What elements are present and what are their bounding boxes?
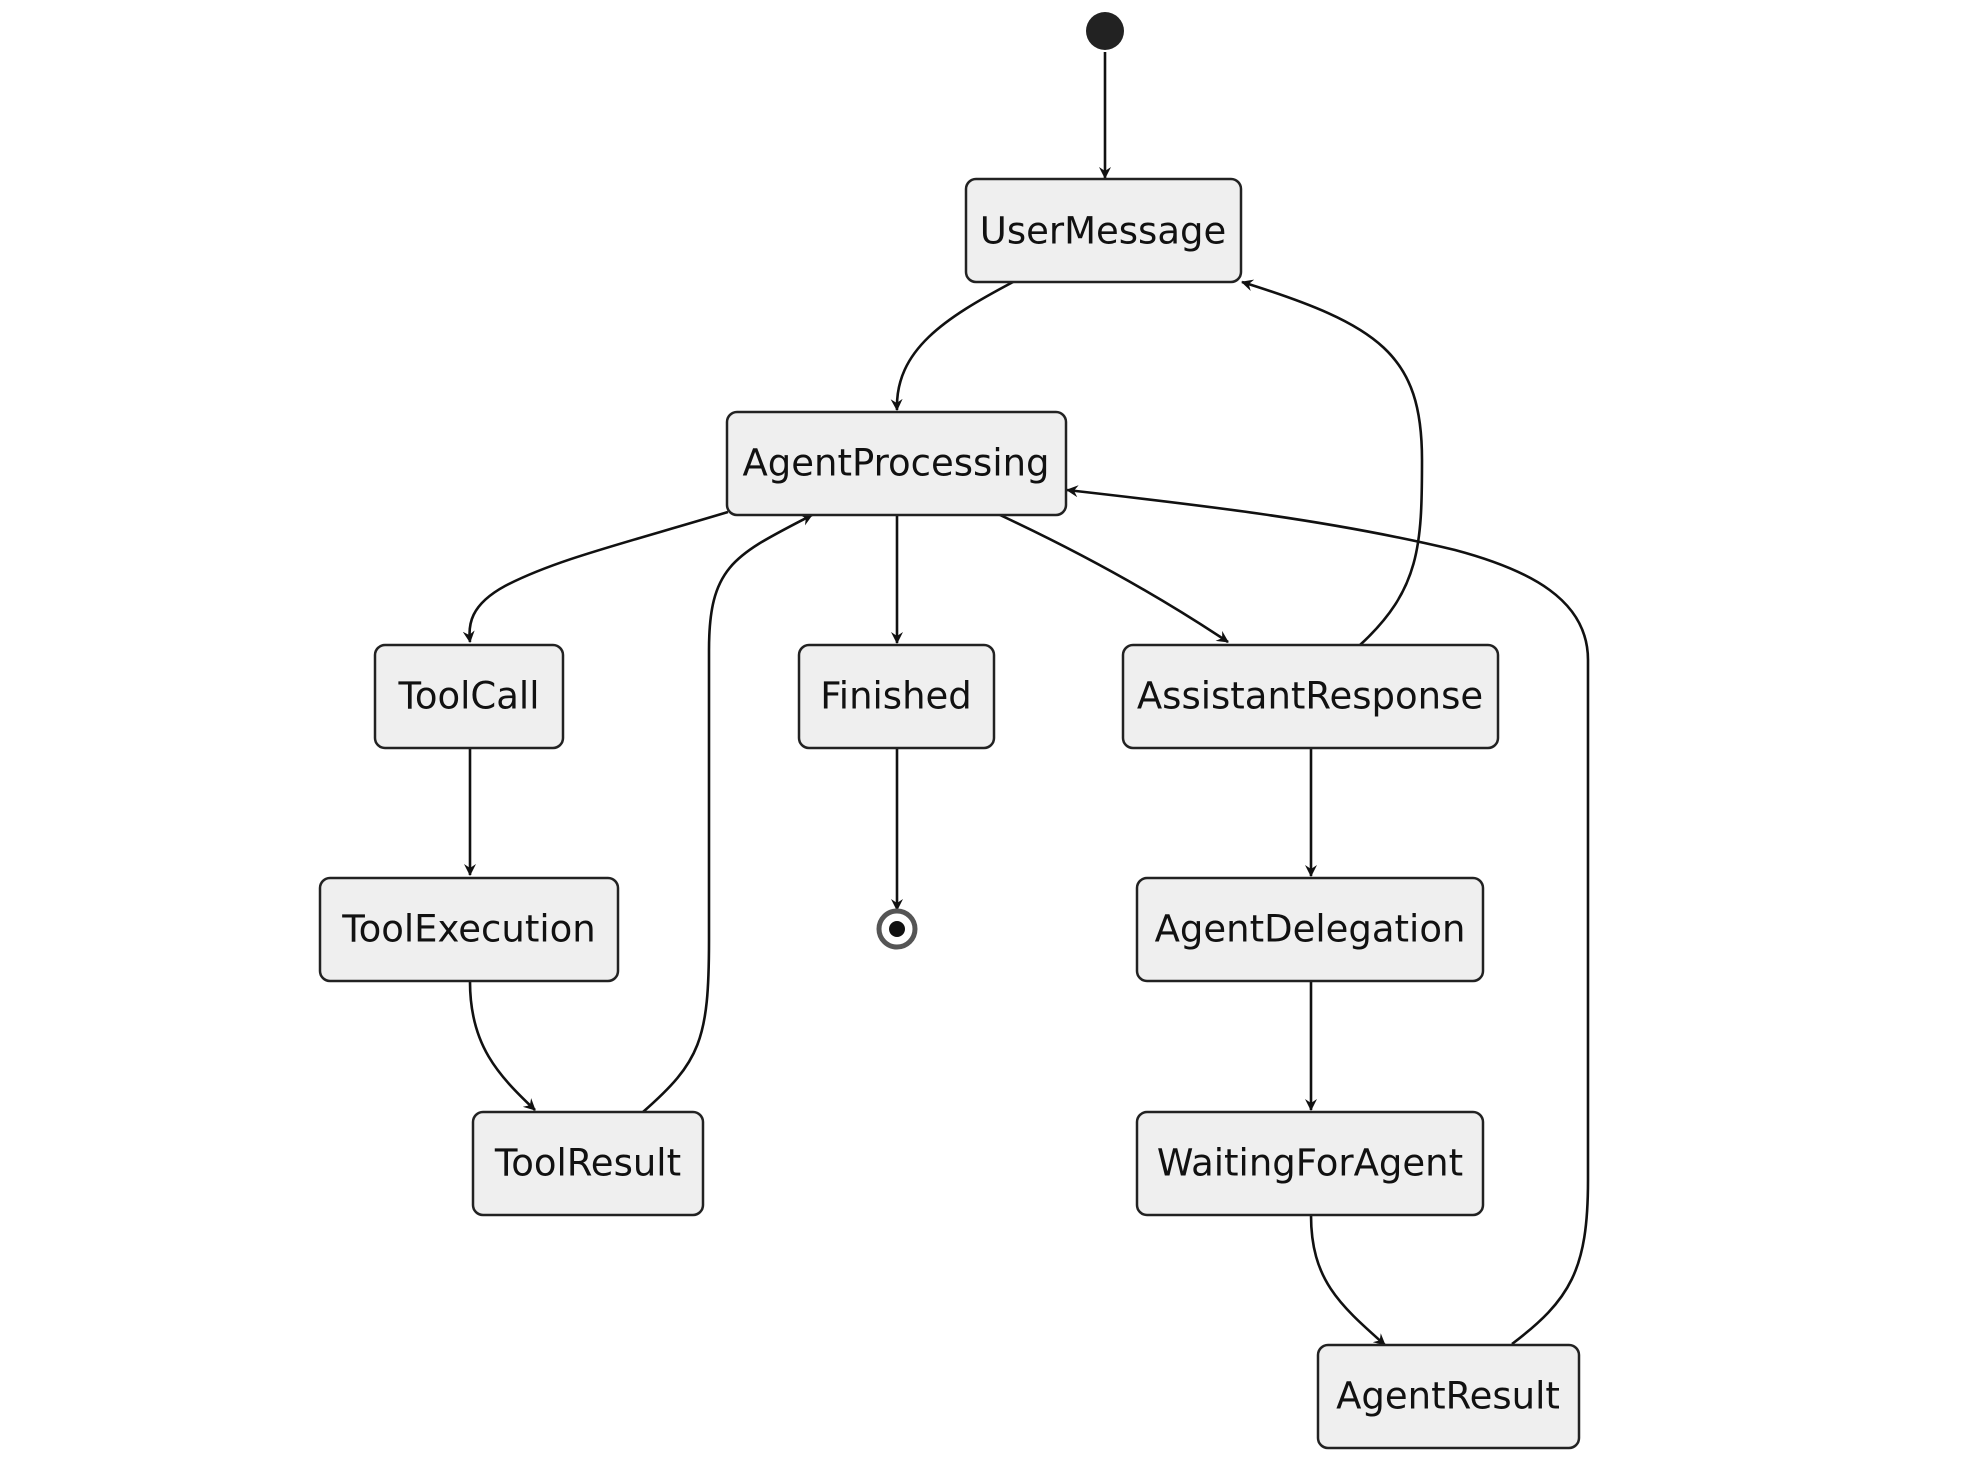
state-agentdelegation: AgentDelegation <box>1135 876 1485 983</box>
edge-assistantresponse-to-usermessage <box>1241 279 1424 646</box>
state-label: ToolCall <box>398 675 540 718</box>
edge-agentresult-to-agentprocessing <box>1066 485 1590 1346</box>
state-label: AgentProcessing <box>742 442 1049 485</box>
state-label: Finished <box>820 675 972 718</box>
edge-agentprocessing-to-assistantresponse <box>999 513 1229 644</box>
edge-agentprocessing-to-toolcall <box>462 510 729 643</box>
state-label: WaitingForAgent <box>1157 1142 1463 1185</box>
state-label: ToolExecution <box>341 908 595 951</box>
start-node <box>1086 12 1124 50</box>
edge-toolresult-to-agentprocessing <box>642 513 813 1113</box>
state-toolresult: ToolResult <box>471 1110 705 1217</box>
state-label: ToolResult <box>494 1142 681 1185</box>
edge-toolexecution-to-toolresult <box>468 981 536 1111</box>
state-waitingforagent: WaitingForAgent <box>1135 1110 1485 1217</box>
state-finished: Finished <box>797 643 996 750</box>
edge-usermessage-to-agentprocessing <box>890 280 1014 411</box>
end-node <box>876 908 918 950</box>
edge-waitingforagent-to-agentresult <box>1309 1214 1386 1346</box>
state-usermessage: UserMessage <box>964 177 1243 284</box>
state-agentprocessing: AgentProcessing <box>725 410 1068 517</box>
state-assistantresponse: AssistantResponse <box>1121 643 1500 750</box>
state-label: UserMessage <box>980 210 1227 253</box>
state-label: AgentDelegation <box>1155 908 1466 951</box>
state-toolcall: ToolCall <box>373 643 565 750</box>
state-agentresult: AgentResult <box>1316 1343 1581 1450</box>
state-toolexecution: ToolExecution <box>318 876 620 983</box>
state-label: AssistantResponse <box>1137 675 1483 718</box>
transitions <box>462 52 1590 1346</box>
state-label: AgentResult <box>1336 1375 1560 1418</box>
